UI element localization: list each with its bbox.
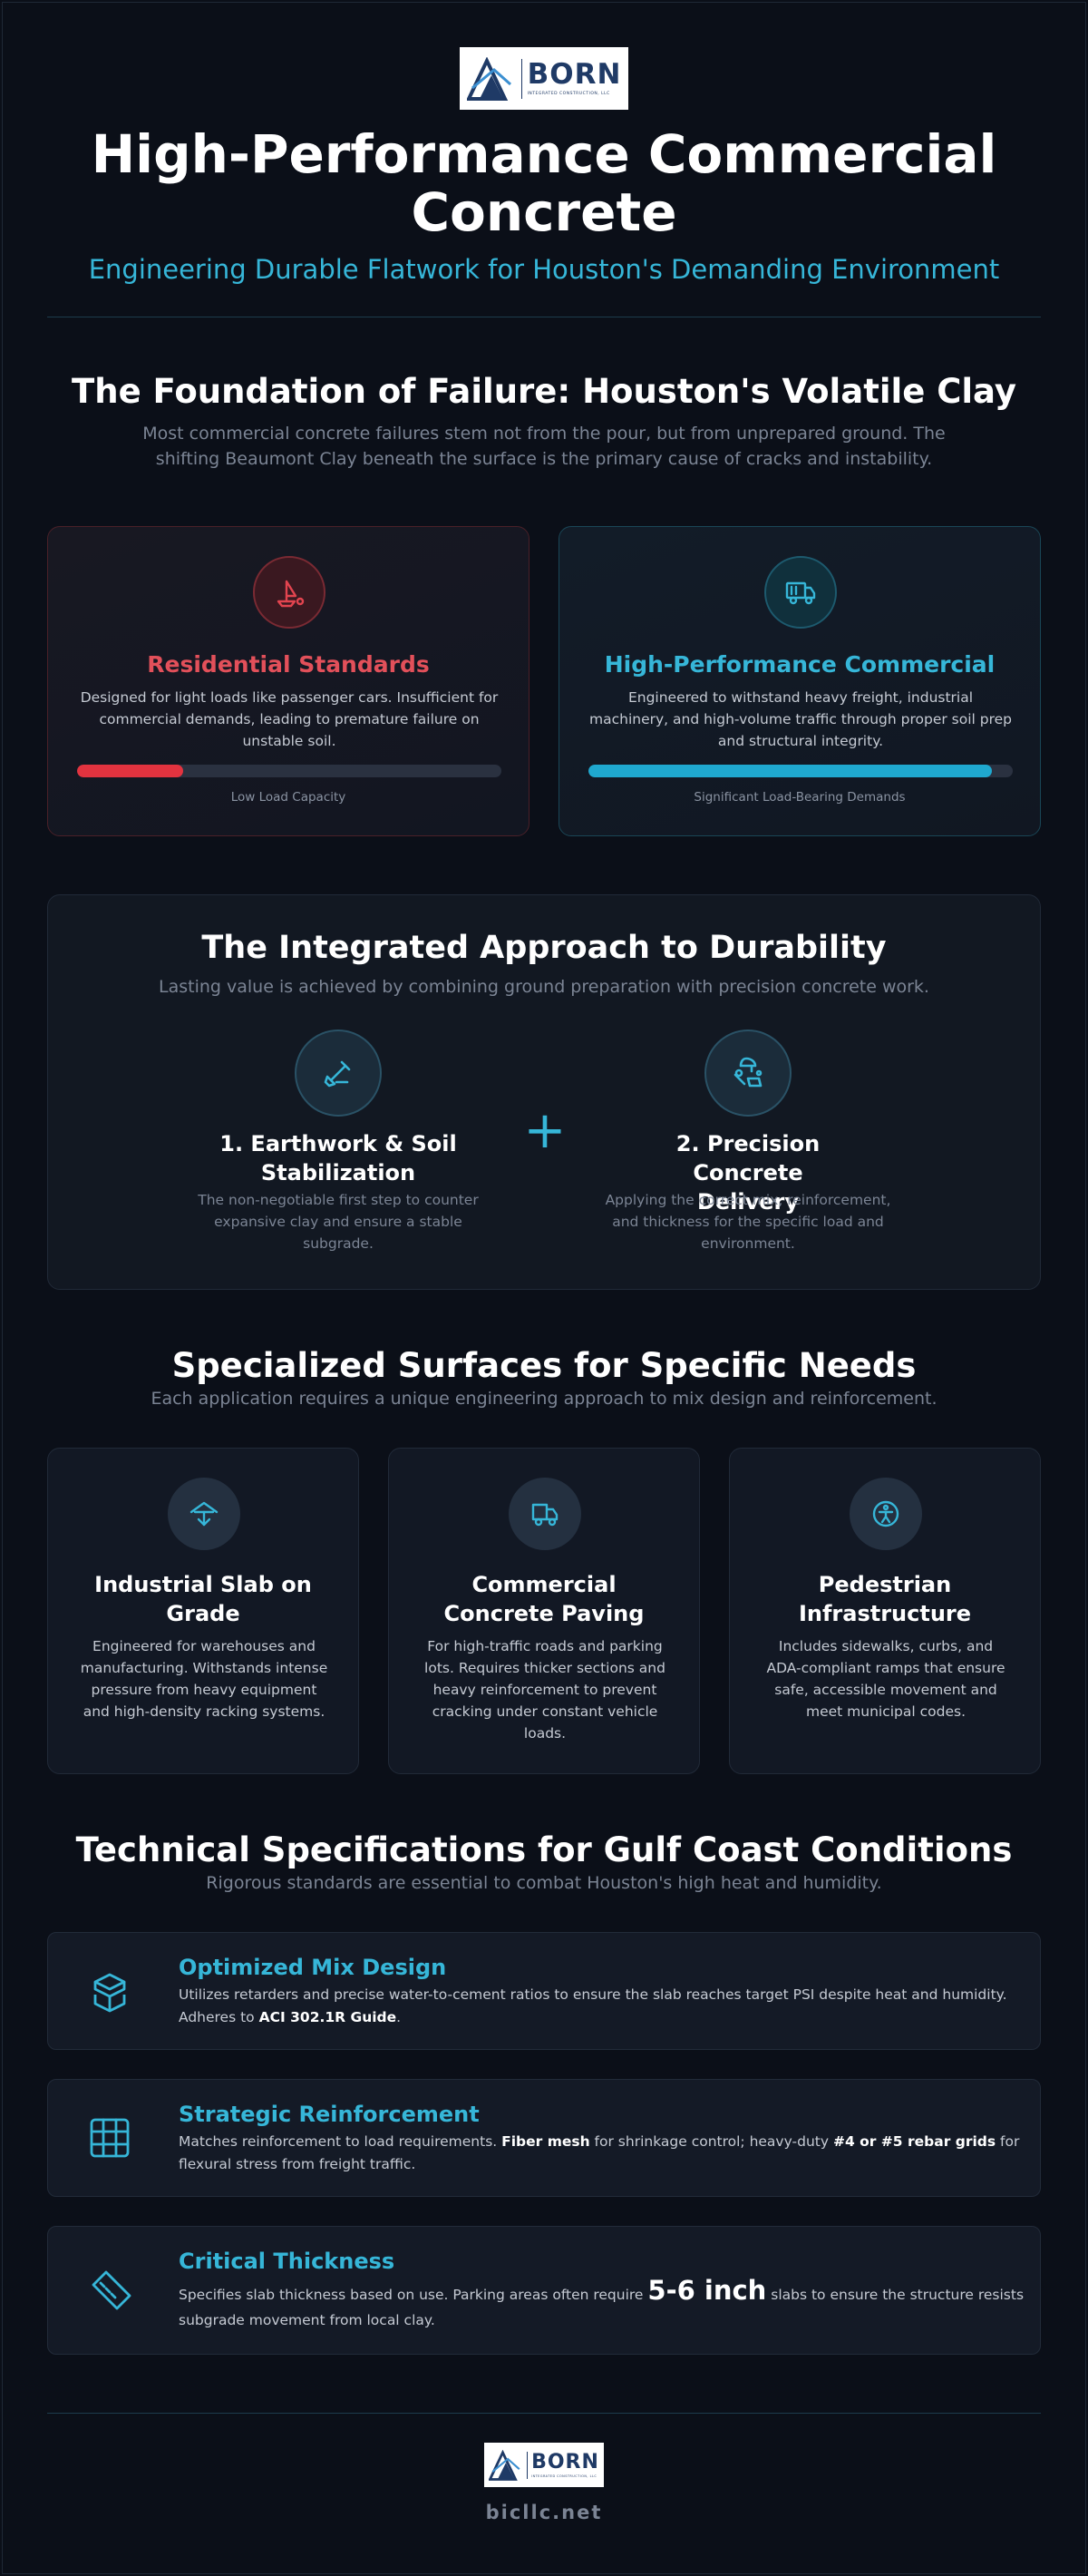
concrete-title-line2: Delivery [696, 1189, 800, 1215]
concrete-mixer-icon [733, 1057, 763, 1088]
approach-title: The Integrated Approach to Durability [201, 930, 887, 966]
rebar-grid-icon [90, 2118, 130, 2158]
surface-card-industrial: Industrial Slab on Grade Engineered for … [47, 1448, 359, 1774]
reinf-body-part1: Matches reinforcement to load requiremen… [179, 2133, 502, 2150]
mix-body-part: Utilizes retarders and precise water-to-… [179, 1986, 1007, 2025]
approach-subtitle: Lasting value is achieved by combining g… [159, 977, 929, 997]
commercial-load-bar [588, 765, 1013, 777]
commercial-icon-circle [764, 556, 837, 629]
residential-load-fill [77, 765, 183, 777]
footer-logo-mark-icon [489, 2449, 520, 2481]
industrial-icon-circle [168, 1478, 240, 1550]
earthwork-title: 1. Earthwork & Soil Stabilization [211, 1129, 465, 1187]
pedestrian-body: Includes sidewalks, curbs, and ADA-compl… [766, 1638, 1005, 1720]
thickness-body-part1: Specifies slab thickness based on use. P… [179, 2287, 648, 2303]
spec-mix-design: Optimized Mix Design Utilizes retarders … [47, 1932, 1041, 2050]
page-title: High-Performance Commercial Concrete [0, 125, 1088, 241]
approach-panel: The Integrated Approach to Durability La… [47, 894, 1041, 1290]
thickness-body: Specifies slab thickness based on use. P… [179, 2278, 1031, 2333]
brand-logo[interactable]: BORN INTEGRATED CONSTRUCTION, LLC [460, 47, 628, 110]
footer-url-link[interactable]: bicllc.net [485, 2502, 603, 2523]
surface-card-paving: Commercial Concrete Paving For high-traf… [388, 1448, 700, 1774]
concrete-body: Applying the correct mix, reinforcement,… [605, 1192, 891, 1252]
specs-subtitle: Rigorous standards are essential to comb… [206, 1873, 882, 1893]
commercial-bar-label: Significant Load-Bearing Demands [694, 790, 906, 805]
paving-title: Commercial Concrete Paving [389, 1570, 699, 1628]
commercial-title: High-Performance Commercial [604, 651, 996, 678]
residential-card: Residential Standards Designed for light… [47, 526, 529, 836]
industrial-title-line2: Grade [166, 1601, 240, 1626]
shovel-icon [324, 1060, 351, 1088]
foundation-subtitle: Most commercial concrete failures stem n… [142, 424, 946, 469]
thickness-title: Critical Thickness [179, 2249, 395, 2274]
freight-truck-icon [785, 581, 816, 605]
residential-body: Designed for light loads like passenger … [80, 689, 499, 749]
concrete-title-line1: 2. Precision Concrete [675, 1131, 821, 1186]
logo-mark-icon [466, 56, 511, 101]
mix-body-bold: ACI 302.1R Guide [258, 2009, 397, 2025]
pedestrian-title-line2: Infrastructure [798, 1601, 972, 1626]
cube-stack-icon [93, 1973, 126, 2013]
residential-icon-circle [253, 556, 325, 629]
paving-title-line2: Concrete Paving [443, 1601, 645, 1626]
footer-divider [47, 2413, 1041, 2414]
earthwork-title-line1: 1. Earthwork & Soil [219, 1131, 457, 1156]
ruler-icon [92, 2270, 131, 2310]
footer-logo-word: BORN [531, 2450, 599, 2474]
reinf-body-part2: for shrinkage control; heavy-duty [589, 2133, 833, 2150]
plus-icon: + [523, 1101, 567, 1160]
accessibility-icon [872, 1500, 899, 1527]
paving-title-line1: Commercial [471, 1572, 617, 1597]
pedestrian-title-line1: Pedestrian [818, 1572, 952, 1597]
page-subtitle: Engineering Durable Flatwork for Houston… [88, 254, 1000, 285]
surfaces-title: Specialized Surfaces for Specific Needs [171, 1346, 917, 1385]
paving-body: For high-traffic roads and parking lots.… [424, 1638, 665, 1742]
specs-title: Technical Specifications for Gulf Coast … [75, 1830, 1013, 1869]
mix-design-body: Utilizes retarders and precise water-to-… [179, 1984, 1031, 2029]
spec-thickness: Critical Thickness Specifies slab thickn… [47, 2226, 1041, 2355]
reinforcement-title: Strategic Reinforcement [179, 2102, 480, 2127]
pedestrian-title: Pedestrian Infrastructure [730, 1570, 1040, 1628]
earthwork-icon-circle [295, 1029, 382, 1117]
footer-logo-tagline: INTEGRATED CONSTRUCTION, LLC [531, 2474, 597, 2478]
industrial-title: Industrial Slab on Grade [48, 1570, 358, 1628]
residential-load-bar [77, 765, 501, 777]
footer-logo[interactable]: BORN INTEGRATED CONSTRUCTION, LLC [484, 2443, 604, 2487]
warehouse-icon [189, 1501, 219, 1527]
page-title-line1: High-Performance Commercial [91, 123, 997, 185]
logo-tagline: INTEGRATED CONSTRUCTION, LLC [527, 92, 610, 96]
reinf-body-part3: for flexural stress from freight traffic… [179, 2133, 1020, 2172]
logo-word: BORN [527, 58, 622, 91]
residential-bar-label: Low Load Capacity [230, 790, 346, 805]
paving-icon-circle [509, 1478, 581, 1550]
concrete-title: 2. Precision Concrete Delivery [621, 1129, 875, 1216]
thickness-highlight: 5-6 inch [647, 2275, 767, 2306]
reinforcement-body: Matches reinforcement to load requiremen… [179, 2131, 1031, 2176]
residential-title: Residential Standards [147, 651, 430, 678]
earthwork-title-line2: Stabilization [260, 1160, 416, 1186]
commercial-body: Engineered to withstand heavy freight, i… [589, 689, 1012, 749]
surfaces-subtitle: Each application requires a unique engin… [151, 1389, 937, 1409]
commercial-card: High-Performance Commercial Engineered t… [559, 526, 1041, 836]
sinking-boat-icon [277, 580, 305, 608]
mix-body-end: . [396, 2009, 402, 2025]
page-title-line2: Concrete [411, 181, 677, 243]
reinf-body-bold2: #4 or #5 rebar grids [832, 2133, 996, 2150]
commercial-load-fill [588, 765, 992, 777]
surface-card-pedestrian: Pedestrian Infrastructure Includes sidew… [729, 1448, 1041, 1774]
foundation-title: The Foundation of Failure: Houston's Vol… [71, 372, 1017, 411]
earthwork-body: The non-negotiable first step to counter… [198, 1192, 479, 1252]
reinf-body-bold1: Fiber mesh [501, 2133, 590, 2150]
concrete-icon-circle [704, 1029, 792, 1117]
truck-icon [531, 1503, 559, 1527]
industrial-body: Engineered for warehouses and manufactur… [80, 1638, 328, 1720]
industrial-title-line1: Industrial Slab on [94, 1572, 312, 1597]
spec-reinforcement: Strategic Reinforcement Matches reinforc… [47, 2079, 1041, 2197]
thickness-body-part2: slabs to ensure the structure resists su… [179, 2287, 1025, 2328]
pedestrian-icon-circle [850, 1478, 922, 1550]
mix-design-title: Optimized Mix Design [179, 1955, 447, 1980]
